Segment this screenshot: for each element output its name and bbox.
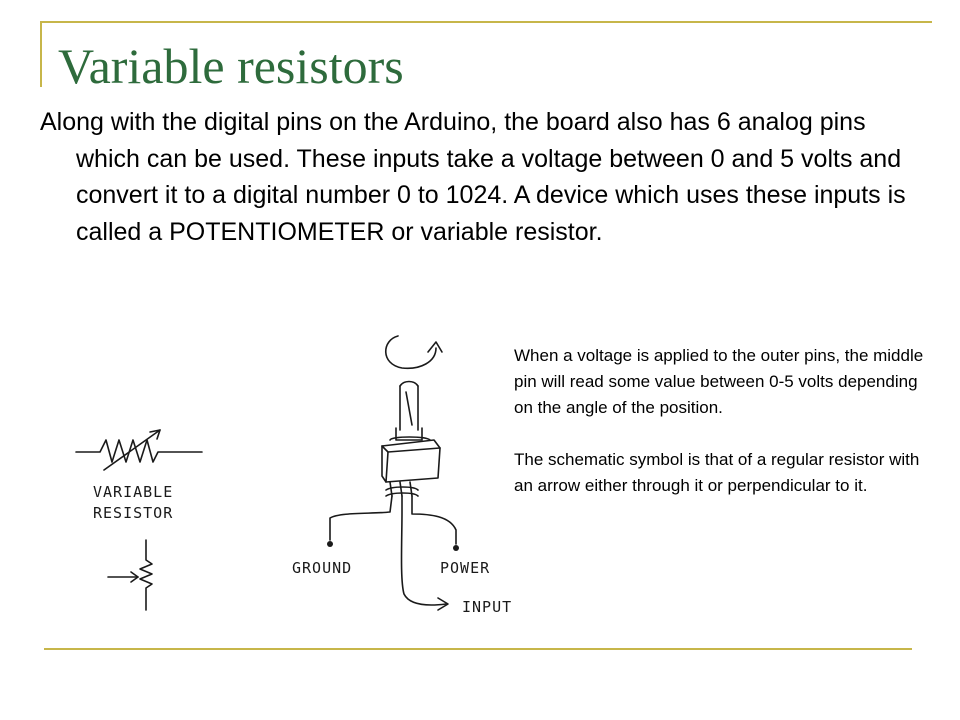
power-wire-icon xyxy=(411,495,457,545)
rotation-arrow-icon xyxy=(384,335,443,370)
potentiometer-pins-icon xyxy=(385,481,419,497)
frame-top-rule xyxy=(40,21,932,23)
input-wire-icon xyxy=(400,495,447,606)
power-pin-label: POWER xyxy=(440,559,490,577)
side-note-paragraph-1: When a voltage is applied to the outer p… xyxy=(514,346,924,417)
slide-body-text: Along with the digital pins on the Ardui… xyxy=(40,108,906,246)
potentiometer-shaft-icon xyxy=(389,380,431,441)
slide-title: Variable resistors xyxy=(58,38,404,94)
symbol-caption-line-1: VARIABLE xyxy=(93,483,173,501)
potentiometer-body-icon xyxy=(381,439,441,483)
side-note-paragraph-2: The schematic symbol is that of a regula… xyxy=(514,450,920,495)
power-terminal-icon xyxy=(453,545,459,551)
side-note: When a voltage is applied to the outer p… xyxy=(514,343,934,499)
input-pin-label: INPUT xyxy=(462,598,512,616)
variable-resistor-symbol-icon xyxy=(75,429,203,471)
input-arrow-icon xyxy=(437,597,449,611)
ground-terminal-icon xyxy=(327,541,333,547)
perpendicular-arrow-resistor-icon xyxy=(107,539,153,611)
ground-pin-label: GROUND xyxy=(292,559,352,577)
ground-wire-icon xyxy=(329,495,393,541)
frame-bottom-rule xyxy=(44,648,912,650)
frame-left-rule xyxy=(40,21,42,87)
symbol-caption-line-2: RESISTOR xyxy=(93,504,173,522)
